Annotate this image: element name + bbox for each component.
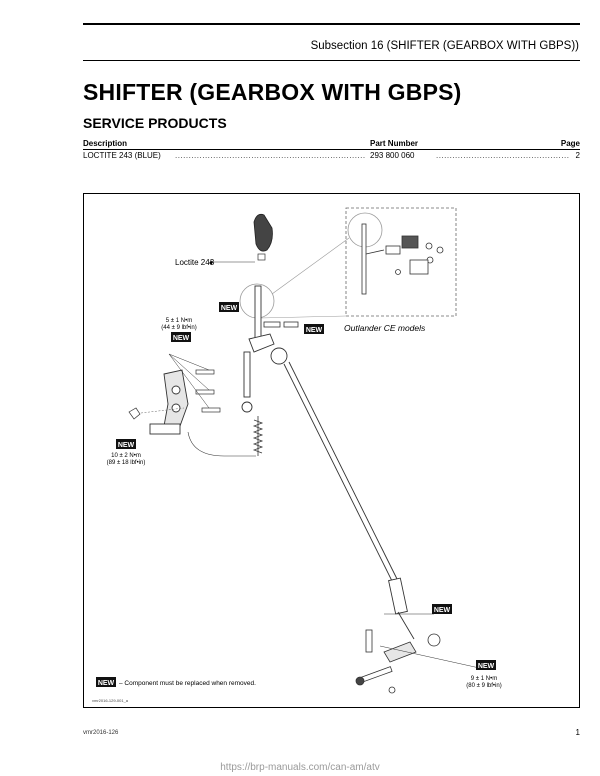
new-badge-label: NEW: [434, 607, 451, 614]
new-badge: NEW: [432, 604, 452, 614]
callout-leader: [187, 431, 256, 457]
callout-leader: [168, 353, 210, 371]
header-divider: [83, 60, 580, 61]
new-badge: NEW: [219, 302, 239, 312]
page-number: 1: [575, 728, 580, 737]
product-part-number[interactable]: 293 800 060: [370, 151, 415, 160]
lower-linkage: [355, 629, 441, 694]
shift-knob: [253, 213, 273, 261]
leader-dots: ........................................…: [175, 151, 365, 160]
product-description: LOCTITE 243 (BLUE): [83, 151, 161, 160]
new-badge-label: NEW: [98, 680, 115, 687]
page-title: SHIFTER (GEARBOX WITH GBPS): [83, 79, 462, 105]
leader-dots: ........................................…: [436, 151, 570, 160]
return-spring: [252, 416, 264, 456]
subsection-header: Subsection 16 (SHIFTER (GEARBOX WITH GBP…: [310, 40, 579, 52]
callout-leader: [379, 645, 485, 670]
torque-spec-3-lbf: (80 ± 9 lbf•in): [466, 683, 501, 689]
product-page-link[interactable]: 2: [575, 151, 580, 160]
callout-leader: [168, 353, 210, 409]
new-badge-label: NEW: [118, 442, 135, 449]
new-badge: NEW: [116, 439, 136, 449]
callout-leader: [271, 237, 350, 295]
new-badge-label: NEW: [221, 305, 238, 312]
inset-shifter-assembly: [361, 223, 444, 295]
assembly-axis: [140, 407, 185, 414]
watermark-url[interactable]: https://brp-manuals.com/can-am/atv: [220, 762, 380, 773]
torque-spec-2-nm: 10 ± 2 N•m: [111, 453, 141, 459]
header-top-rule: [83, 23, 580, 25]
section-title: SERVICE PRODUCTS: [83, 115, 227, 131]
shift-rod: [283, 361, 415, 640]
new-badge: NEW: [304, 324, 324, 334]
bolt: [263, 321, 299, 328]
bolts-left: [128, 369, 221, 420]
shift-lever: [241, 285, 288, 413]
column-header-page: Page: [560, 139, 580, 148]
legend-text: – Component must be replaced when remove…: [119, 680, 256, 687]
new-badge-label: NEW: [478, 663, 495, 670]
column-header-description: Description: [83, 139, 128, 148]
loctite-label: Loctite 243: [175, 258, 215, 267]
table-header-row: Description Part Number Page: [83, 139, 580, 150]
droplet-icon: ♦: [209, 258, 213, 267]
new-badge: NEW: [476, 660, 496, 670]
new-badge-label: NEW: [306, 327, 323, 334]
inset-caption: Outlander CE models: [344, 323, 426, 333]
callout-leader: [168, 353, 210, 391]
shifter-exploded-diagram: NEW NEW NEW NEW NEW NEW NEW Loctite 243 …: [92, 207, 502, 703]
torque-spec-1-nm: 5 ± 1 N•m: [166, 318, 192, 324]
torque-spec-3-nm: 9 ± 1 N•m: [471, 676, 497, 682]
torque-spec-1-lbf: (44 ± 9 lbf•in): [161, 325, 196, 331]
new-badge: NEW: [171, 332, 191, 342]
inset-frame: [345, 207, 457, 317]
torque-spec-2-lbf: (89 ± 18 lbf•in): [107, 460, 146, 466]
callout-leader: [259, 315, 347, 319]
table-row: LOCTITE 243 (BLUE) .....................…: [83, 151, 580, 161]
figure-code: vmr2016-129-001_a: [92, 698, 129, 703]
new-badge-label: NEW: [173, 335, 190, 342]
shifter-bracket: [149, 369, 189, 435]
new-badge: NEW: [96, 677, 116, 687]
service-products-table: Description Part Number Page LOCTITE 243…: [83, 139, 580, 161]
footer-doc-code: vmr2016-126: [83, 730, 119, 736]
exploded-view-figure: NEW NEW NEW NEW NEW NEW NEW Loctite 243 …: [83, 193, 580, 708]
column-header-part-number: Part Number: [370, 139, 419, 148]
